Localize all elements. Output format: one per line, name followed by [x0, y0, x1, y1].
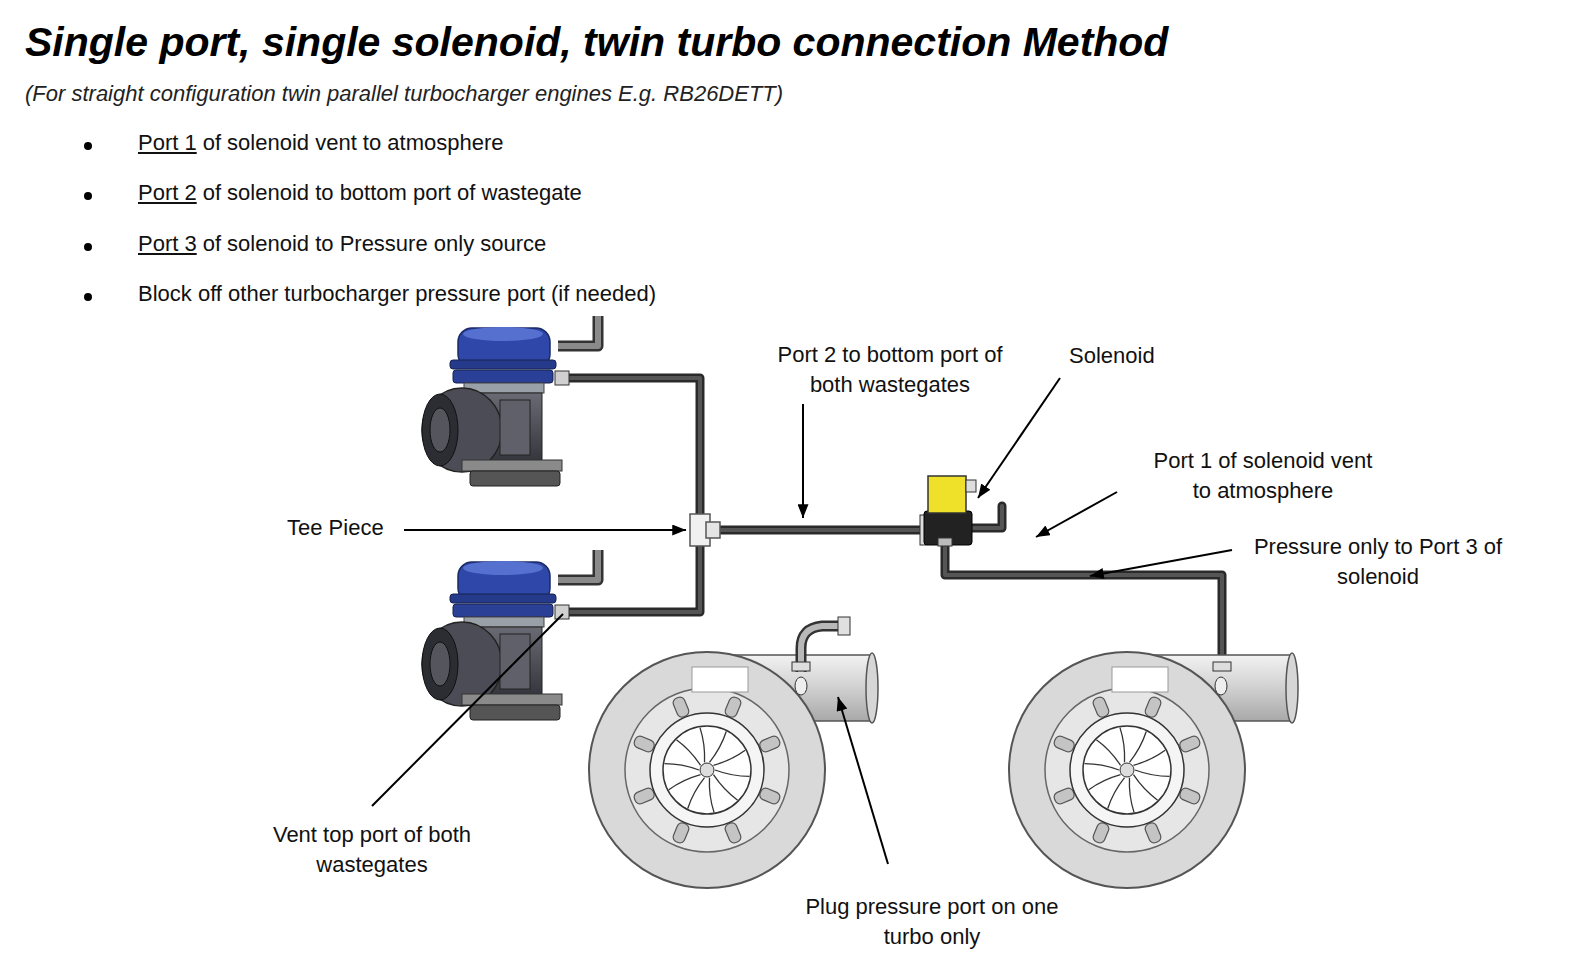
wheel-blade [709, 778, 714, 813]
turbocharger [1009, 652, 1298, 888]
callout-label: Port 2 to bottom port of both wastegates [765, 340, 1015, 400]
callout-label: Solenoid [1069, 341, 1155, 371]
solenoid [920, 476, 976, 546]
callout-label: Plug pressure port on one turbo only [802, 892, 1062, 952]
title: Single port, single solenoid, twin turbo… [25, 16, 1168, 68]
port-name: Port 2 [138, 180, 197, 205]
bullet-item: Port 1of solenoid vent to atmosphere [138, 130, 504, 156]
wheel-blade [664, 764, 699, 770]
port-fitting [1213, 662, 1231, 671]
wastegate [422, 550, 598, 720]
bullet-text: Block off other turbocharger pressure po… [138, 281, 656, 306]
callout-label: Pressure only to Port 3 of solenoid [1250, 532, 1506, 592]
wheel-blade [713, 750, 745, 765]
bullet-text: of solenoid to bottom port of wastegate [203, 180, 582, 205]
housing-slot [633, 787, 656, 806]
tee-piece [690, 514, 720, 546]
bullet-text: of solenoid to Pressure only source [203, 231, 547, 256]
housing-slot [724, 696, 743, 719]
bullet-dots [84, 142, 92, 301]
housing-slot [672, 696, 691, 719]
wheel-blade [715, 770, 750, 776]
wheel-blade [700, 728, 705, 763]
port-name: Port 1 [138, 130, 197, 155]
hoses [566, 378, 1222, 664]
housing-slot [758, 787, 781, 806]
housing-slot [724, 821, 743, 844]
wheel-blade [676, 740, 700, 765]
bullet-item: Block off other turbocharger pressure po… [138, 281, 656, 307]
housing-slot [758, 735, 781, 754]
housing-slot [672, 821, 691, 844]
wheel-blade [669, 775, 701, 790]
bullet-item: Port 3of solenoid to Pressure only sourc… [138, 231, 546, 257]
subtitle: (For straight configuration twin paralle… [25, 80, 783, 108]
housing-slot [633, 735, 656, 754]
callout-label: Port 1 of solenoid vent to atmosphere [1145, 446, 1381, 506]
callout-label: Tee Piece [287, 513, 384, 543]
wheel-blade [688, 778, 705, 809]
callout-label: Vent top port of both wastegates [248, 820, 496, 880]
leader-lines [372, 378, 1232, 864]
wheel-blade [709, 732, 726, 763]
wastegate [422, 316, 598, 486]
plug-fitting [792, 617, 850, 672]
turbocharger [589, 652, 878, 888]
bullet-item: Port 2of solenoid to bottom port of wast… [138, 180, 582, 206]
wheel-blade [713, 775, 737, 800]
port-name: Port 3 [138, 231, 197, 256]
bullet-text: of solenoid vent to atmosphere [203, 130, 504, 155]
